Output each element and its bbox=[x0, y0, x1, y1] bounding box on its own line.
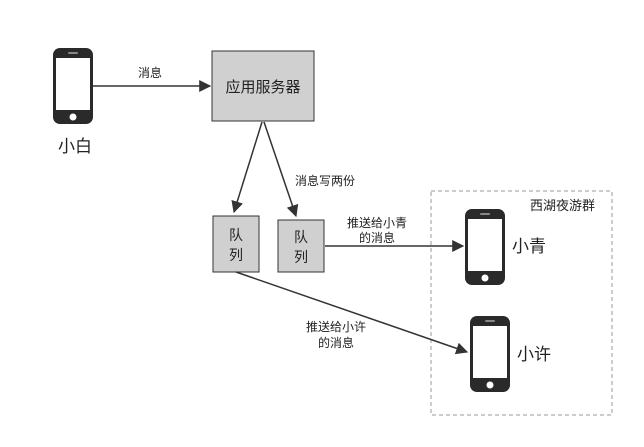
edge-to-qing-label-1: 推送给小青 bbox=[347, 215, 407, 230]
edge-server-queue2 bbox=[263, 121, 299, 218]
xiaoxu-label: 小许 bbox=[517, 345, 551, 365]
xiaoqing-phone-icon bbox=[465, 209, 505, 285]
queue1-label-2: 列 bbox=[229, 248, 243, 264]
server-box bbox=[211, 50, 315, 122]
group-label: 西湖夜游群 bbox=[530, 199, 595, 214]
server-label: 应用服务器 bbox=[225, 78, 300, 96]
group-boundary bbox=[430, 190, 613, 416]
edge-to-xu bbox=[235, 271, 469, 355]
queue1-box bbox=[212, 215, 260, 273]
edge-msg-label: 消息 bbox=[138, 65, 162, 80]
edge-server-queue1 bbox=[231, 121, 263, 214]
queue2-box bbox=[277, 219, 325, 273]
edge-to-xu-label-2: 的消息 bbox=[318, 335, 354, 350]
edge-to-qing-label-2: 的消息 bbox=[359, 230, 395, 245]
queue1-label-1: 队 bbox=[229, 228, 243, 244]
queue2-label-2: 列 bbox=[294, 250, 308, 266]
xiaoqing-label: 小青 bbox=[512, 237, 546, 257]
xiaoxu-phone-icon bbox=[470, 316, 510, 392]
xiaobai-phone-icon bbox=[53, 48, 93, 124]
edge-to-xu-label-1: 推送给小许 bbox=[306, 319, 366, 334]
edge-dup-label: 消息写两份 bbox=[295, 173, 355, 188]
queue2-label-1: 队 bbox=[294, 230, 308, 246]
xiaobai-label: 小白 bbox=[58, 137, 92, 157]
